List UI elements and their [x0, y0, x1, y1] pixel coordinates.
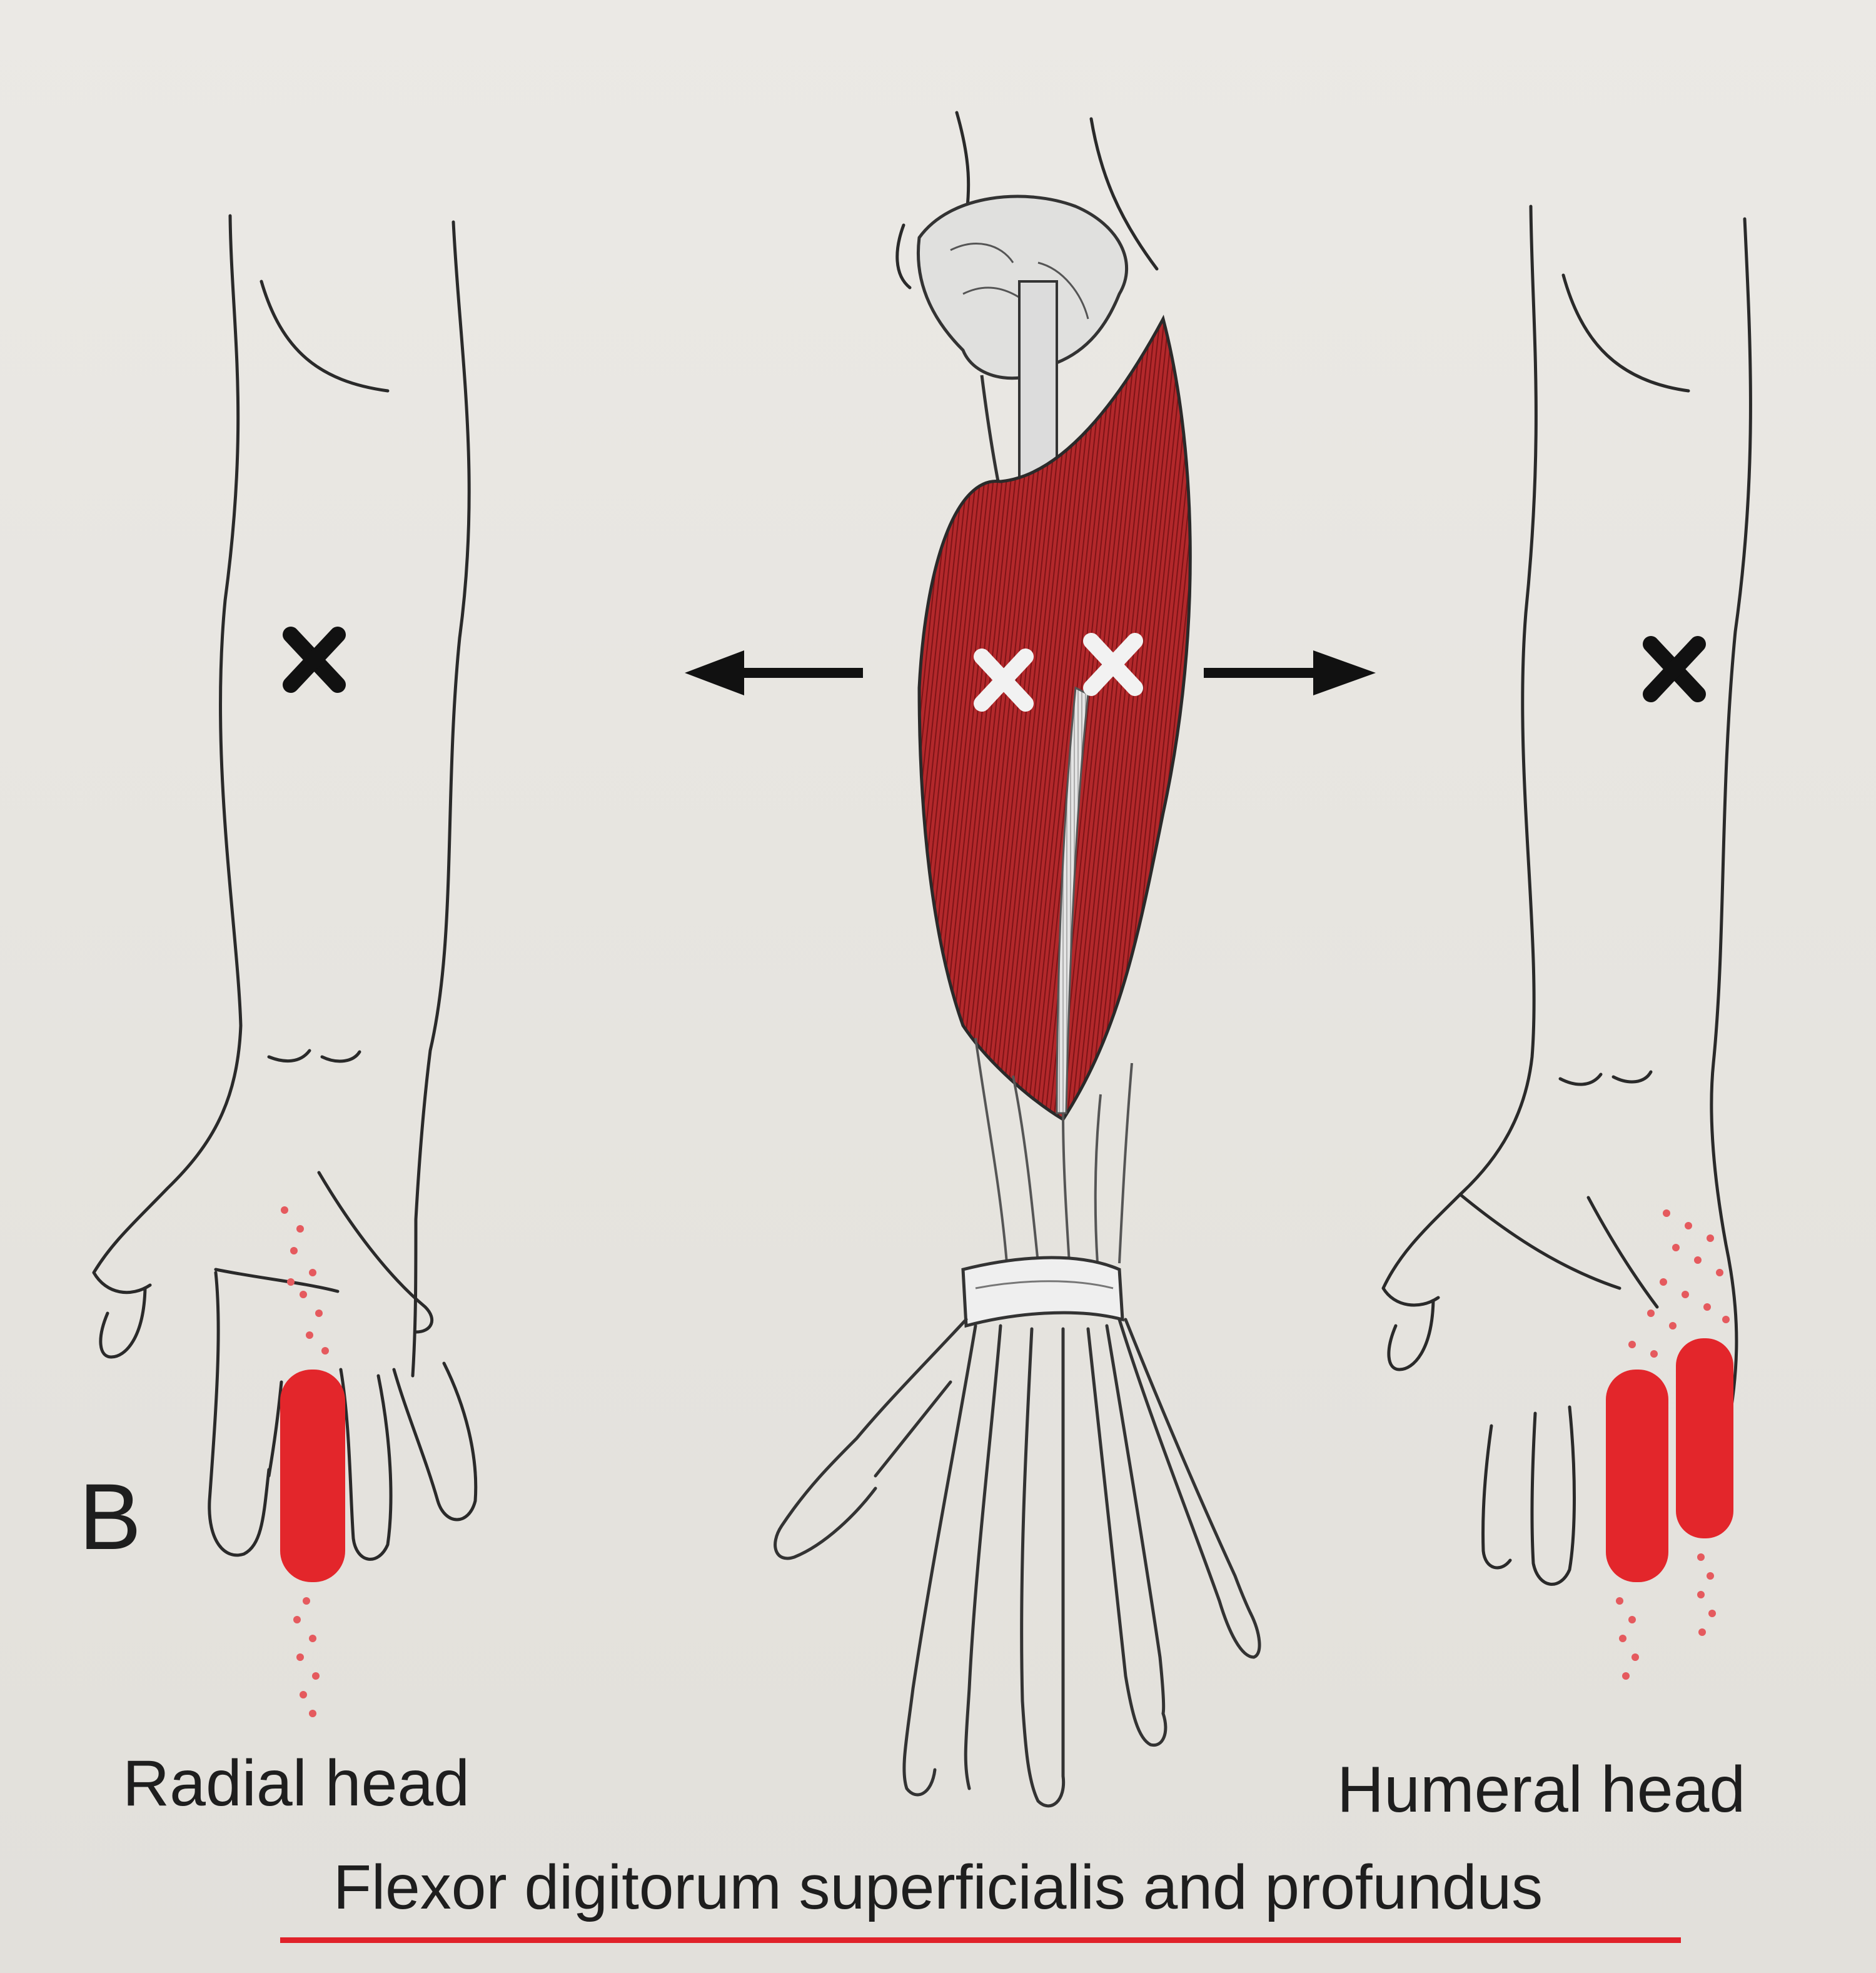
right-referred-pain-zone: [1606, 1209, 1733, 1680]
flexor-tendons: [974, 1037, 1133, 1264]
left-referred-pain-zone: [280, 1206, 345, 1717]
flexor-muscle-belly: [917, 315, 1192, 1122]
right-forearm-outline: [1381, 204, 1752, 1586]
left-trigger-point-x-mark-icon: [283, 627, 346, 693]
left-arrow-icon: [685, 650, 863, 695]
right-trigger-point-x-mark-icon: [1643, 636, 1706, 702]
flexor-retinaculum: [961, 1256, 1124, 1328]
left-forearm-outline: [92, 214, 478, 1561]
panel-letter: B: [79, 1464, 142, 1569]
humeral-head-label: Humeral head: [1337, 1753, 1746, 1826]
humerus-condyle: [917, 194, 1129, 495]
right-arrow-icon: [1204, 650, 1376, 695]
radial-head-label: Radial head: [123, 1747, 470, 1820]
caption-underline: [280, 1937, 1681, 1943]
hand-skeleton: [774, 1318, 1261, 1808]
center-trigger-point-x-mark-icon: [974, 633, 1143, 712]
figure-caption: Flexor digitorum superficialis and profu…: [333, 1852, 1543, 1922]
